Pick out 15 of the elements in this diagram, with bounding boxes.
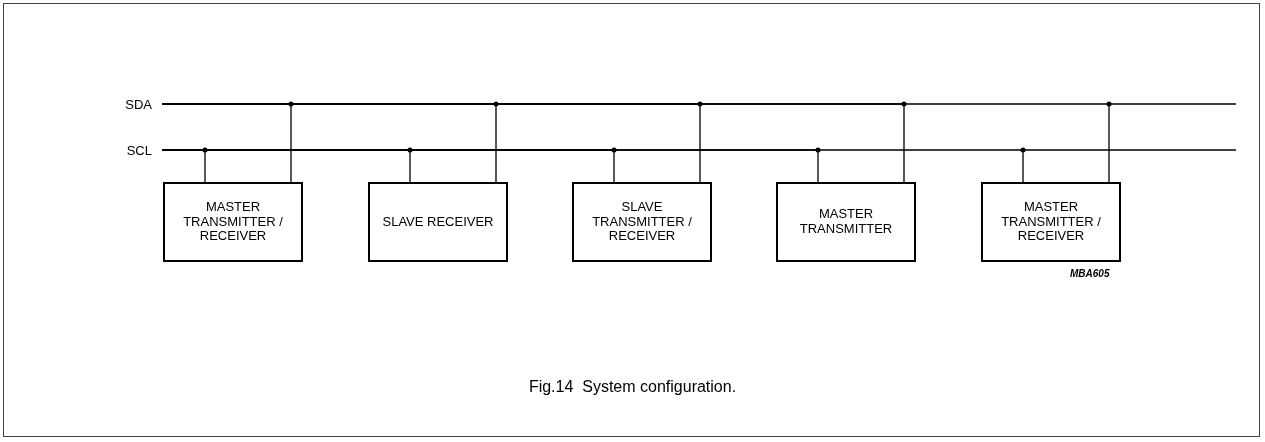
device-label: SLAVE RECEIVER [382, 214, 494, 230]
bus-connection-line [161, 103, 1110, 183]
device-box [776, 182, 916, 262]
device-box [163, 182, 303, 262]
signal-label: SDA [110, 95, 152, 113]
device-label: MASTER TRANSMITTER [798, 207, 894, 237]
device-box [368, 182, 508, 262]
device-box [981, 182, 1121, 262]
signal-label: SCL [110, 141, 152, 159]
device-label: MASTER TRANSMITTER / RECEIVER [182, 199, 284, 245]
figure-caption: Fig.14 System configuration. [528, 378, 737, 396]
device-label: SLAVE TRANSMITTER / RECEIVER [591, 199, 693, 245]
device-box [572, 182, 712, 262]
bus-connection-line [161, 149, 1024, 183]
device-label: MASTER TRANSMITTER / RECEIVER [1000, 199, 1102, 245]
